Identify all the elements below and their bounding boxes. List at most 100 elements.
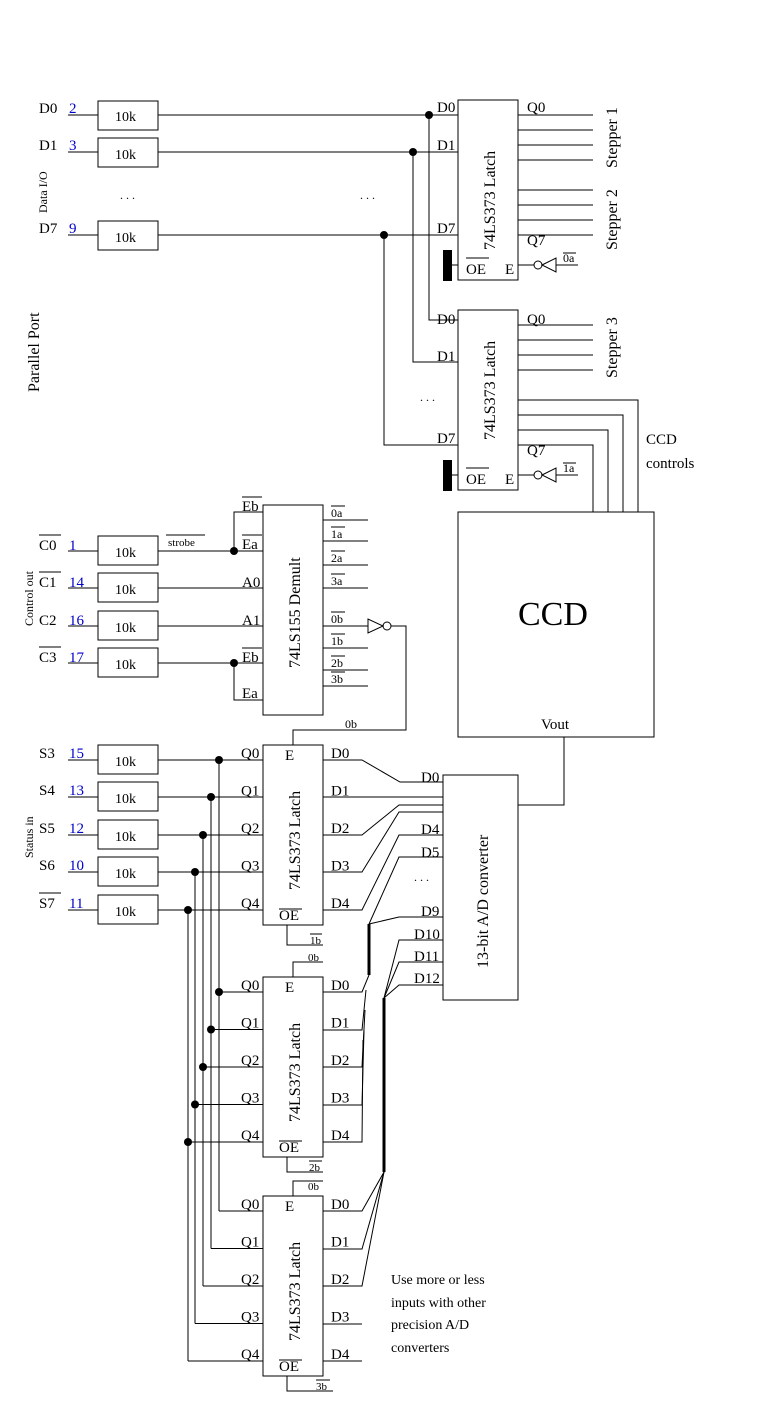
pin-label: D0	[421, 770, 439, 786]
pin-number: 12	[69, 821, 84, 837]
signal-label: 0a	[563, 251, 575, 265]
pin-label: D2	[331, 1272, 349, 1288]
resistor-label: 10k	[115, 830, 136, 845]
data-line-d1: D1 3 10k	[39, 137, 458, 168]
latch-label: 74LS373 Latch	[482, 341, 499, 440]
pin-label: D3	[331, 1091, 349, 1107]
pin-label: D2	[331, 821, 349, 837]
pin-label: D1	[437, 349, 455, 365]
note-line: precision A/D	[391, 1318, 469, 1333]
stepper-3-label: Stepper 3	[604, 317, 621, 378]
latch-2: 74LS373 Latch D0 D1 D7 Q0 Q7 OE E 1a	[437, 309, 639, 512]
signal-label: 1b	[310, 935, 322, 947]
note-line: inputs with other	[391, 1296, 486, 1311]
signal-label: 1a	[563, 461, 575, 475]
pin-label: D1	[437, 138, 455, 154]
pin-number: 9	[69, 221, 77, 237]
resistor-label: 10k	[115, 905, 136, 920]
resistor-label: 10k	[115, 621, 136, 636]
latch-label: 74LS373 Latch	[482, 151, 499, 250]
pin-label: D4	[331, 1128, 350, 1144]
note-line: converters	[391, 1341, 449, 1356]
latch-1: 74LS373 Latch D0 D1 D7 Q0 Q7 OE E 0a	[437, 99, 593, 281]
resistor-label: 10k	[115, 110, 136, 125]
ellipsis: . . .	[120, 188, 135, 202]
pin-label: Q2	[241, 821, 259, 837]
latch-4: 0b 74LS373 Latch E OE 2b	[262, 952, 324, 1174]
demultiplexer: 74LS155 Demult Eb Ea A0 A1 Eb Ea 0a1a2a3…	[242, 496, 368, 716]
data-line-d0: D0 2 10k	[39, 100, 458, 131]
resistor	[97, 744, 159, 775]
pin-label: Q1	[241, 1016, 259, 1032]
control-line-name: C0	[39, 538, 57, 554]
control-line-c2: C2 16 10k	[39, 610, 263, 641]
status-line-s6: S6 10 10k	[39, 856, 263, 1324]
stepper-1-label: Stepper 1	[604, 107, 621, 168]
pin-label: Q7	[527, 443, 546, 459]
pin-number: 10	[69, 858, 84, 874]
pin-label: D4	[421, 822, 440, 838]
status-line-name: S5	[39, 821, 55, 837]
latch-5: 0b 74LS373 Latch E OE 3b	[262, 1180, 333, 1393]
status-line-name: S6	[39, 858, 55, 874]
pin-label: D4	[331, 1347, 350, 1363]
pin-label: D4	[331, 896, 350, 912]
pin-label: Q4	[241, 1128, 260, 1144]
status-line-name: S4	[39, 783, 55, 799]
resistor-label: 10k	[115, 867, 136, 882]
data-line-name: D1	[39, 138, 57, 154]
pin-label: OE	[466, 472, 486, 488]
stepper-2-label: Stepper 2	[604, 189, 621, 250]
ellipsis: . . .	[414, 870, 429, 884]
demult-output-label: 1b	[331, 634, 343, 648]
note: Use more or less inputs with other preci…	[391, 1273, 486, 1356]
pin-label: Q0	[527, 312, 545, 328]
pin-label: Q1	[241, 1235, 259, 1251]
signal-label: 0b	[308, 952, 320, 964]
pin-label: D5	[421, 845, 439, 861]
ellipsis: . . .	[420, 390, 435, 404]
pin-label: Ea	[242, 686, 258, 702]
pin-label: D1	[331, 784, 349, 800]
pin-label: D9	[421, 904, 439, 920]
control-line-name: C3	[39, 650, 57, 666]
pin-number: 15	[69, 746, 84, 762]
resistor-label: 10k	[115, 583, 136, 598]
pin-label: D0	[331, 1197, 349, 1213]
resistor-label: 10k	[115, 148, 136, 163]
latch-label: 74LS373 Latch	[287, 1242, 304, 1341]
ccd-controls-label: CCD	[646, 432, 677, 448]
pin-label: Q4	[241, 896, 260, 912]
signal-label: 0b	[308, 1181, 320, 1193]
demult-label: 74LS155 Demult	[287, 557, 304, 668]
status-line-name: S3	[39, 746, 55, 762]
status-line-s5: S5 12 10k	[39, 819, 263, 1286]
pin-label: Q0	[241, 978, 259, 994]
pin-number: 13	[69, 783, 84, 799]
pin-number: 14	[69, 575, 85, 591]
latch-3: 74LS373 Latch E OE 1b	[262, 744, 324, 947]
status-line-s3: S3 15 10k	[39, 744, 263, 1211]
pin-label: Q2	[241, 1272, 259, 1288]
pin-label: Ea	[242, 537, 258, 553]
pin-label: Q0	[527, 100, 545, 116]
signal-label: 2b	[309, 1162, 321, 1174]
pin-label: D3	[331, 1310, 349, 1326]
demult-output-label: 3b	[331, 672, 343, 686]
resistor	[97, 819, 159, 850]
data-line-d7: D7 9 10k	[39, 220, 458, 251]
demult-output-label: 0b	[331, 612, 343, 626]
pin-label: D0	[331, 978, 349, 994]
status-line-name: S7	[39, 896, 55, 912]
pin-label: D7	[437, 431, 456, 447]
pin-label: OE	[279, 908, 299, 924]
pin-number: 2	[69, 101, 77, 117]
pin-label: OE	[466, 262, 486, 278]
resistor-label: 10k	[115, 231, 136, 246]
data-io-label: Data I/O	[36, 171, 50, 213]
pin-label: Q0	[241, 1197, 259, 1213]
pin-number: 3	[69, 138, 77, 154]
status-in-label: Status in	[22, 816, 36, 858]
pin-number: 17	[69, 650, 85, 666]
